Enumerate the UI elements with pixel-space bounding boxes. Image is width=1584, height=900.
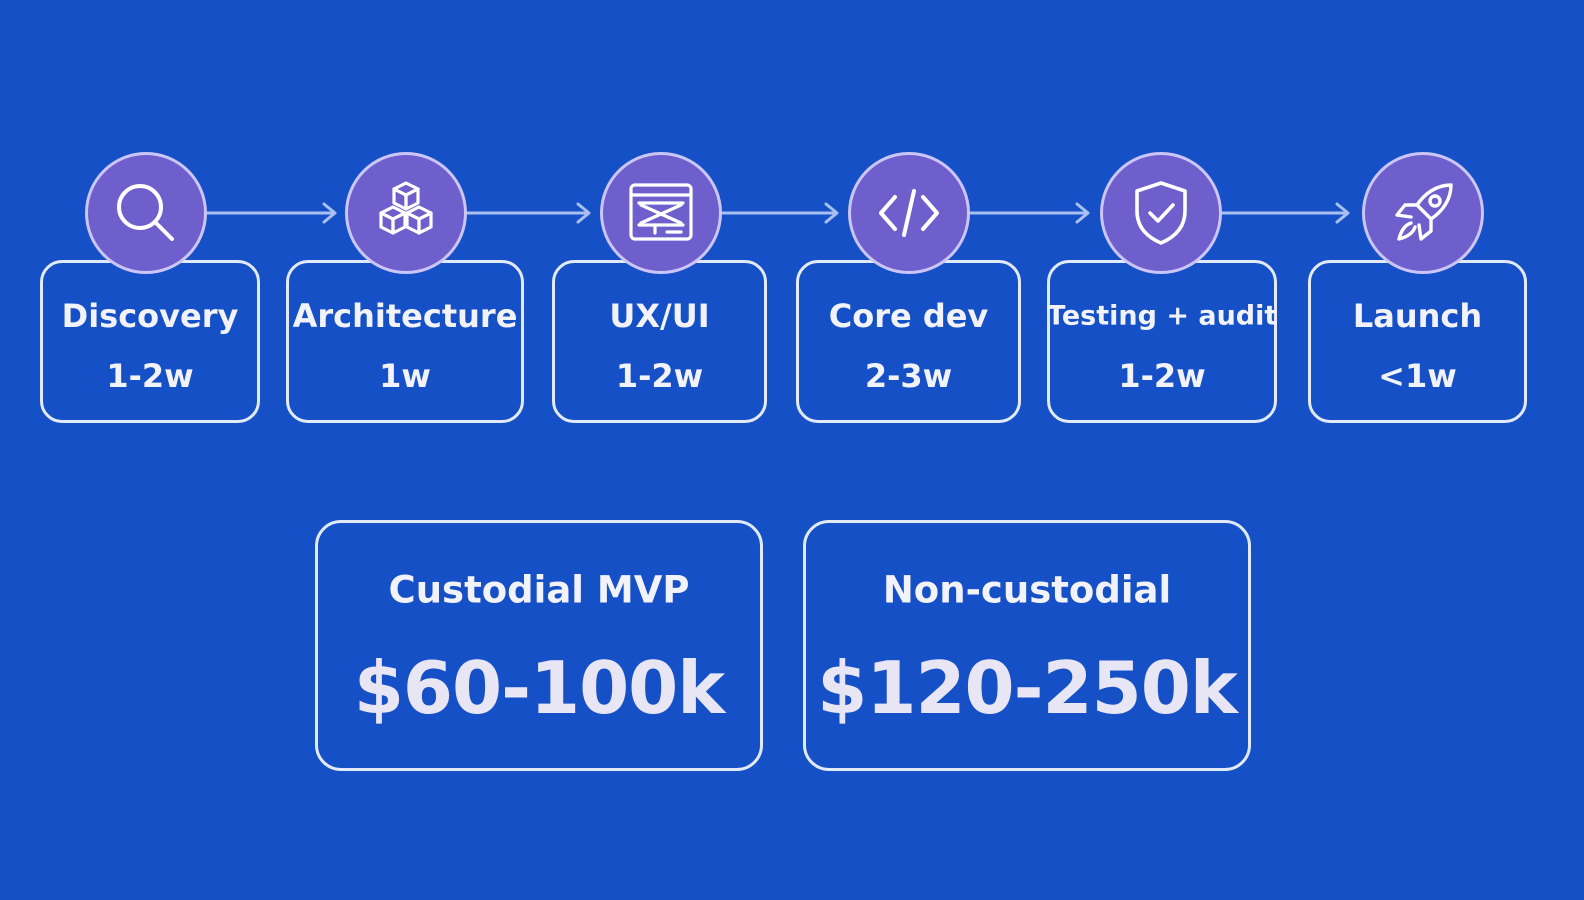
- step-label-discovery: Discovery: [61, 297, 239, 335]
- step-box-architecture: [286, 260, 524, 423]
- step-duration-discovery: 1-2w: [106, 357, 194, 395]
- step-duration-testing-audit: 1-2w: [1118, 357, 1206, 395]
- code-icon: [879, 189, 939, 237]
- price-title-non-custodial: Non-custodial: [882, 568, 1172, 612]
- arrow-connector: [466, 202, 592, 224]
- arrow-connector: [206, 202, 338, 224]
- step-circle-architecture: [345, 152, 467, 274]
- step-duration-architecture: 1w: [379, 357, 431, 395]
- step-label-launch: Launch: [1352, 297, 1483, 335]
- step-label-architecture: Architecture: [292, 297, 518, 335]
- step-box-launch: [1308, 260, 1527, 423]
- arrow-connector: [1221, 202, 1351, 224]
- search-icon: [117, 184, 174, 241]
- price-title-custodial: Custodial MVP: [388, 568, 690, 612]
- step-circle-launch: [1362, 152, 1484, 274]
- step-duration-core-dev: 2-3w: [864, 357, 953, 395]
- step-circle-testing-audit: [1100, 152, 1222, 274]
- price-card-custodial: [315, 520, 763, 771]
- wireframe-icon: [629, 183, 693, 241]
- step-box-uxui: [552, 260, 767, 423]
- step-box-testing-audit: [1047, 260, 1277, 423]
- step-circle-core-dev: [848, 152, 970, 274]
- shield-check-icon: [1135, 181, 1187, 245]
- arrow-connector: [969, 202, 1091, 224]
- step-label-core-dev: Core dev: [828, 297, 989, 335]
- step-label-uxui: UX/UI: [609, 297, 710, 335]
- step-duration-uxui: 1-2w: [615, 357, 704, 395]
- price-value-non-custodial: $120-250k: [817, 646, 1237, 730]
- price-card-non-custodial: [803, 520, 1251, 771]
- rocket-icon: [1395, 183, 1453, 241]
- step-box-discovery: [40, 260, 260, 423]
- price-value-custodial: $60-100k: [353, 646, 725, 730]
- step-circle-discovery: [85, 152, 207, 274]
- step-box-core-dev: [796, 260, 1021, 423]
- step-circle-uxui: [600, 152, 722, 274]
- arrow-connector: [721, 202, 840, 224]
- step-label-testing-audit: Testing + audit: [1047, 300, 1278, 332]
- step-duration-launch: <1w: [1378, 357, 1457, 395]
- cubes-icon: [379, 181, 433, 235]
